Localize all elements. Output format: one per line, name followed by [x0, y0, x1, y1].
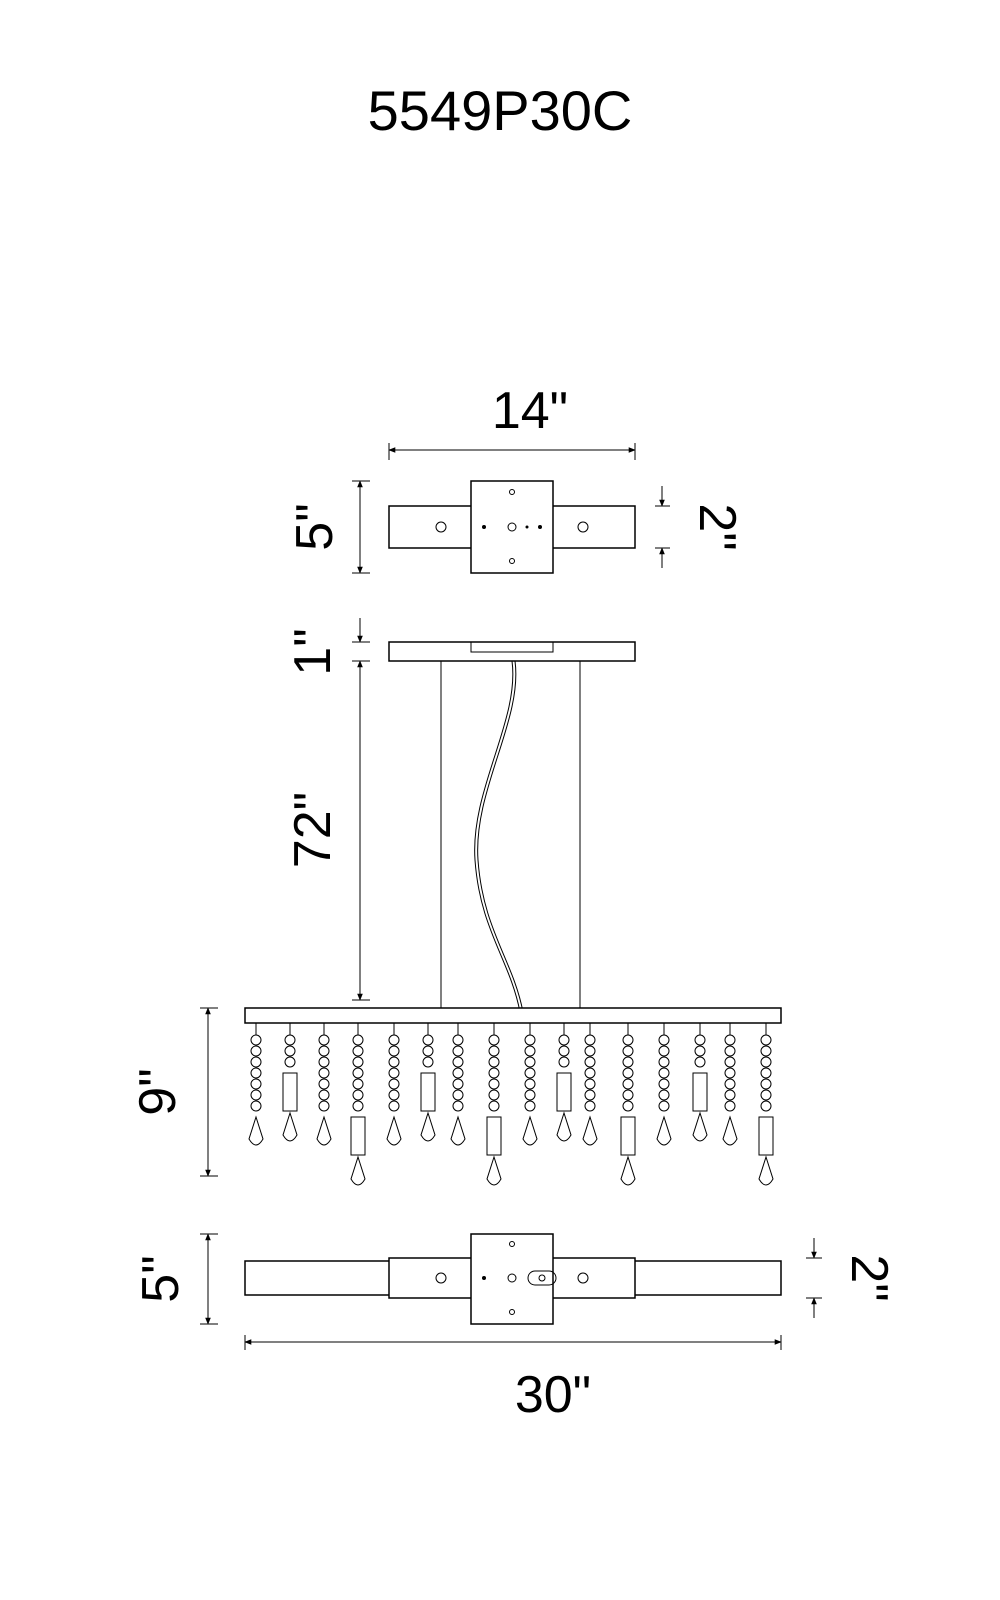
label-canopy-thickness: 1" [284, 628, 342, 675]
label-top-depth: 5" [286, 503, 344, 550]
side-elevation-view: 1" 72" 9" [129, 618, 782, 1186]
crystal-strands [248, 1023, 774, 1186]
label-bottom-arm-height: 2" [840, 1254, 898, 1301]
label-top-arm-height: 2" [688, 503, 746, 550]
label-top-width: 14" [492, 382, 568, 440]
label-bottom-depth: 5" [132, 1255, 190, 1302]
label-rod-length: 72" [284, 792, 342, 868]
label-overall-width: 30" [515, 1366, 591, 1424]
model-title: 5549P30C [368, 79, 633, 142]
label-crystal-height: 9" [129, 1068, 187, 1115]
bottom-view: 5" 2" 30" [132, 1233, 898, 1424]
power-cord [474, 660, 521, 1013]
top-canopy-view: 14" 5" 2" [286, 382, 746, 574]
fixture-bar [244, 1007, 782, 1024]
